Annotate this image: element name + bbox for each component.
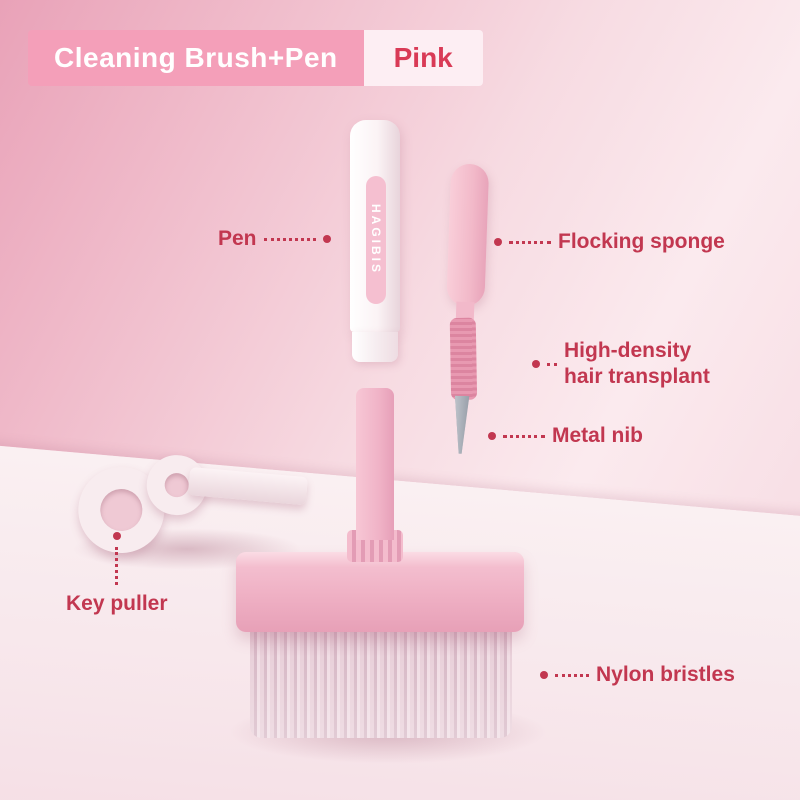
callout-flocking-sponge-label: Flocking sponge [558, 230, 725, 253]
leader-dot [488, 432, 496, 440]
callout-nylon-bristles: Nylon bristles [540, 663, 735, 687]
leader-line [547, 362, 557, 366]
leader-line [263, 237, 316, 241]
leader-dot [494, 238, 502, 246]
leader-dot [540, 671, 548, 679]
callout-metal-nib-label: Metal nib [552, 424, 644, 447]
callout-pen: Pen [218, 227, 331, 251]
callout-flocking-sponge: Flocking sponge [494, 230, 725, 254]
leader-line-vertical [115, 547, 119, 585]
leader-dot [322, 235, 331, 243]
leader-line [503, 434, 545, 438]
sponge-nib-tool [437, 163, 497, 465]
flocking-sponge [446, 163, 490, 307]
callout-high-density-label: High-density hair transplant [564, 338, 754, 391]
callout-high-density: High-density hair transplant [532, 338, 754, 391]
metal-nib [451, 396, 471, 455]
callout-key-puller: Key puller [66, 532, 168, 616]
callout-nylon-bristles-label: Nylon bristles [596, 663, 735, 686]
header-badge: Cleaning Brush+Pen Pink [28, 30, 483, 86]
high-density-line1: High-density [564, 339, 692, 362]
brush-base [236, 552, 524, 632]
color-variant-badge: Pink [363, 30, 483, 86]
high-density-line2: hair transplant [564, 365, 710, 389]
leader-line [509, 240, 551, 244]
nylon-bristles [250, 614, 512, 738]
brush-shaft [356, 388, 394, 540]
pen-connector [352, 332, 398, 362]
callout-key-puller-label: Key puller [66, 592, 168, 615]
leader-dot [532, 360, 540, 369]
callout-pen-label: Pen [218, 227, 257, 250]
key-puller-handle [187, 467, 308, 506]
brand-label: HAGIBIS [366, 176, 386, 304]
callout-metal-nib: Metal nib [488, 424, 643, 448]
high-density-hair [449, 317, 478, 401]
product-title: Cleaning Brush+Pen [28, 30, 364, 86]
leader-dot [112, 532, 121, 540]
leader-line [555, 673, 589, 677]
